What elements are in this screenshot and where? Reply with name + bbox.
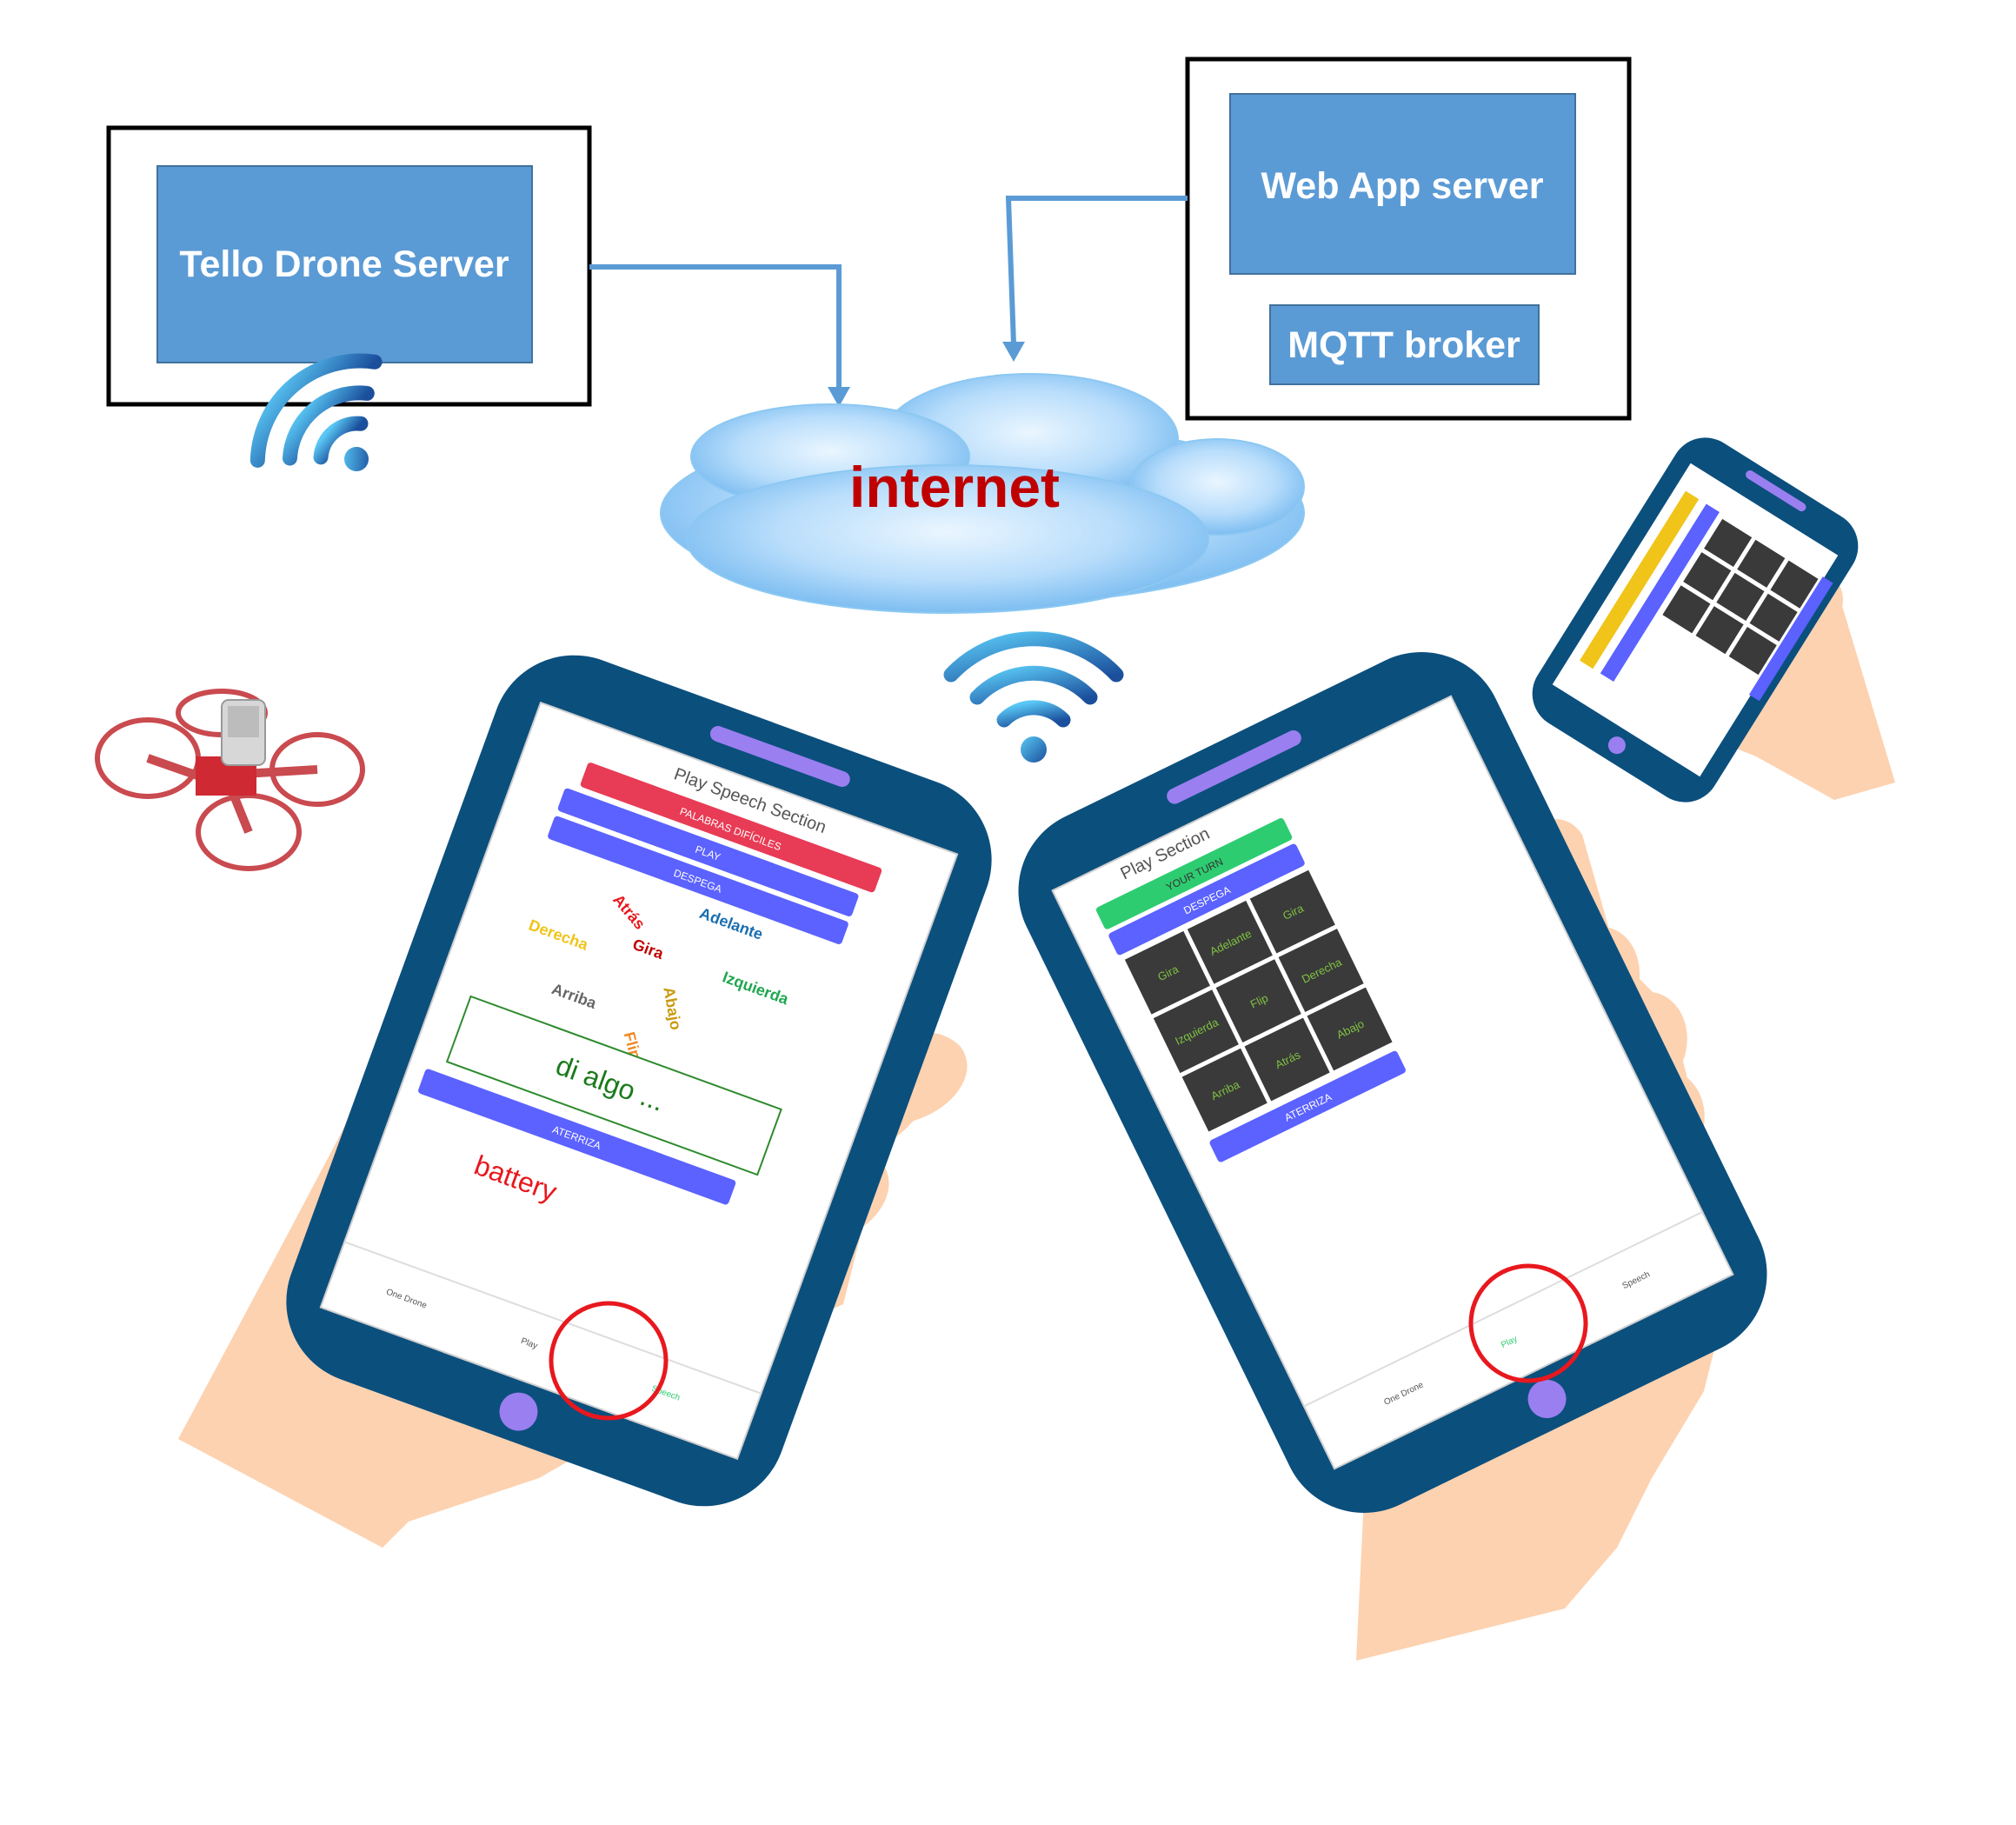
internet-label: internet <box>849 455 1060 519</box>
phone-speaker-right <box>1167 729 1301 804</box>
despega-button[interactable] <box>547 816 849 945</box>
grid-tile-2[interactable] <box>1187 900 1273 984</box>
grid-tile-4[interactable] <box>1153 989 1239 1074</box>
tello-server-node: Tello Drone Server <box>106 125 592 407</box>
webapp-server-label: Web App server <box>1261 165 1544 207</box>
aterriza-button-right[interactable] <box>1208 1049 1407 1162</box>
speech-input[interactable] <box>445 995 782 1176</box>
mqtt-broker-label: MQTT broker <box>1287 324 1520 366</box>
tello-server-label: Tello Drone Server <box>179 243 509 285</box>
home-button[interactable] <box>494 1387 542 1435</box>
home-button-right[interactable] <box>1521 1374 1573 1425</box>
control-grid: Gira Adelante Gira Izquierda Flip Derech… <box>1124 869 1393 1132</box>
palabras-button[interactable] <box>580 762 883 893</box>
grid-tile-1[interactable] <box>1124 930 1211 1015</box>
grid-tile-9[interactable] <box>1307 987 1393 1071</box>
grid-tile-8[interactable] <box>1244 1017 1330 1102</box>
despega-button-right[interactable] <box>1108 843 1306 956</box>
grid-tile-6[interactable] <box>1278 929 1364 1012</box>
highlight-circle-speech <box>549 1301 669 1421</box>
cloud-icon: internet <box>660 373 1305 614</box>
phone-left: Play Speech Section PALABRAS DIFÍCILES P… <box>286 655 992 1507</box>
highlight-circle-play <box>1468 1263 1588 1383</box>
grid-tile-3[interactable] <box>1249 869 1335 954</box>
aterriza-button-left[interactable] <box>417 1068 736 1205</box>
drone-icon <box>95 689 365 871</box>
grid-tile-7[interactable] <box>1181 1048 1267 1132</box>
connector-webapp-internet <box>1002 196 1188 362</box>
phone-small-right <box>1532 437 1859 803</box>
grid-tile-5[interactable] <box>1215 959 1301 1043</box>
wifi-icon-drone <box>250 353 383 471</box>
webapp-server-node: Web App server MQTT broker <box>1185 57 1632 421</box>
connector-tello-internet <box>589 264 850 407</box>
phone-speaker <box>709 726 850 788</box>
wifi-icon-phone <box>943 631 1124 763</box>
your-turn-button[interactable] <box>1095 817 1294 930</box>
play-button[interactable] <box>557 788 860 917</box>
